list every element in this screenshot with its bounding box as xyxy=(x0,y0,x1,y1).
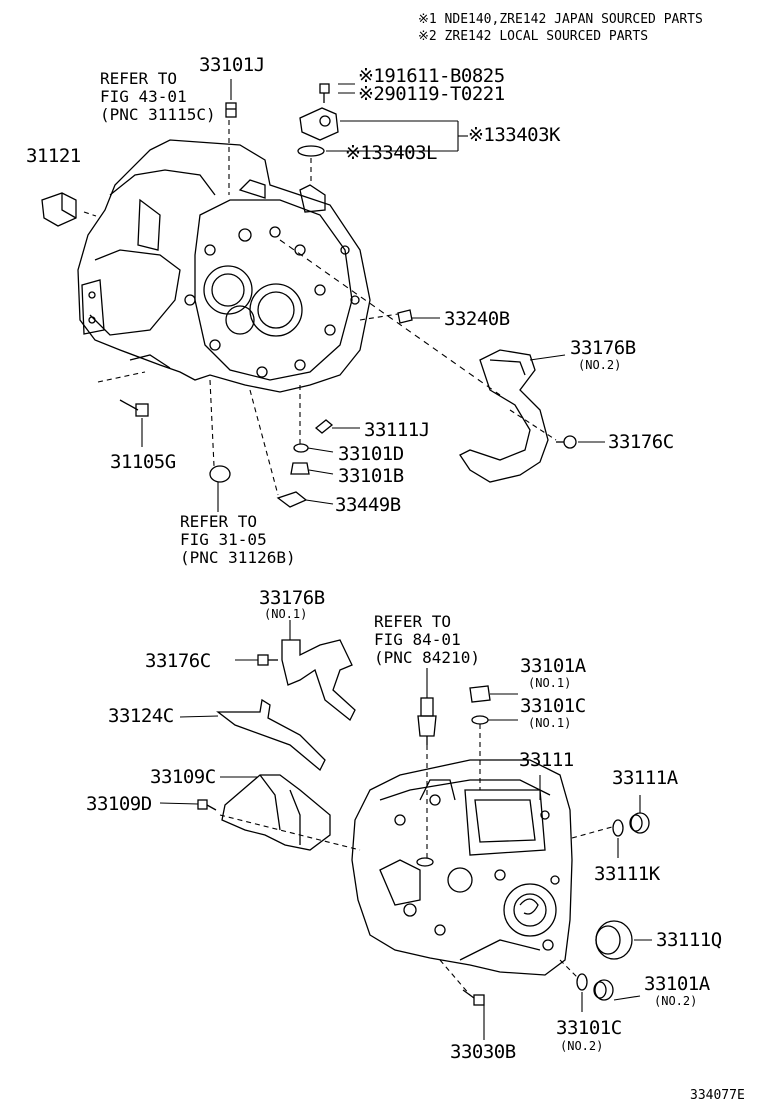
part-91611-B0825[interactable]: ※191611-B0825 xyxy=(358,65,505,87)
note-japan-sourced: ※1 NDE140,ZRE142 JAPAN SOURCED PARTS xyxy=(418,12,703,27)
upper-transmission-housing xyxy=(77,139,371,393)
part-33101C-no1[interactable]: 33101C xyxy=(520,695,586,717)
part-33101A-no1[interactable]: 33101A xyxy=(520,655,586,677)
part-33403L[interactable]: ※133403L xyxy=(345,142,438,164)
part-33101C-no2-qualifier: (NO.2) xyxy=(560,1039,604,1053)
part-33101A-no2[interactable]: 33101A xyxy=(644,973,710,995)
part-33101C-no2[interactable]: 33101C xyxy=(556,1017,622,1039)
reference-fig31-line3[interactable]: (PNC 31126B) xyxy=(180,548,296,567)
reference-fig43-line3[interactable]: (PNC 31115C) xyxy=(100,105,216,124)
reference-fig31-line1[interactable]: REFER TO xyxy=(180,512,258,531)
part-33101B[interactable]: 33101B xyxy=(338,465,404,487)
part-33403K[interactable]: ※133403K xyxy=(468,124,561,146)
part-33176C-bottom[interactable]: 33176C xyxy=(145,650,211,672)
note-local-sourced: ※2 ZRE142 LOCAL SOURCED PARTS xyxy=(418,29,649,44)
part-33101C-no1-qualifier: (NO.1) xyxy=(528,716,572,730)
reference-fig43-line1[interactable]: REFER TO xyxy=(100,69,178,88)
lower-transmission-housing xyxy=(351,759,573,976)
reference-fig84-line1[interactable]: REFER TO xyxy=(374,612,452,631)
part-33101A-no1-qualifier: (NO.1) xyxy=(528,676,572,690)
part-33240B[interactable]: 33240B xyxy=(444,308,510,330)
part-33109C[interactable]: 33109C xyxy=(150,766,216,788)
part-33176B-top[interactable]: 33176B xyxy=(570,337,636,359)
part-33101D[interactable]: 33101D xyxy=(338,443,404,465)
part-33111[interactable]: 33111 xyxy=(519,749,574,771)
part-33111J[interactable]: 33111J xyxy=(364,419,430,441)
part-33449B[interactable]: 33449B xyxy=(335,494,401,516)
upper-leader-lines xyxy=(83,79,605,512)
upper-small-parts xyxy=(41,83,577,508)
part-33109D[interactable]: 33109D xyxy=(86,793,152,815)
part-33111A[interactable]: 33111A xyxy=(612,767,678,789)
part-33176B-top-qualifier: (NO.2) xyxy=(578,358,622,372)
reference-fig84-line3[interactable]: (PNC 84210) xyxy=(374,648,480,667)
part-33111K[interactable]: 33111K xyxy=(594,863,660,885)
part-33111Q[interactable]: 33111Q xyxy=(656,929,722,951)
reference-fig84-line2[interactable]: FIG 84-01 xyxy=(374,630,461,649)
part-33124C[interactable]: 33124C xyxy=(108,705,174,727)
reference-fig43-line2[interactable]: FIG 43-01 xyxy=(100,87,187,106)
part-31105G[interactable]: 31105G xyxy=(110,451,176,473)
part-33176B-bottom[interactable]: 33176B xyxy=(259,587,325,609)
part-33101A-no2-qualifier: (NO.2) xyxy=(654,994,698,1008)
part-90119-T0221[interactable]: ※290119-T0221 xyxy=(358,83,505,105)
reference-fig31-line2[interactable]: FIG 31-05 xyxy=(180,530,267,549)
part-31121[interactable]: 31121 xyxy=(26,145,81,167)
part-33101J[interactable]: 33101J xyxy=(199,54,265,76)
lower-leader-lines xyxy=(159,620,652,1040)
figure-id: 334077E xyxy=(690,1088,745,1103)
part-33176C-top[interactable]: 33176C xyxy=(608,431,674,453)
lower-small-parts xyxy=(197,639,650,1006)
part-33176B-bottom-qualifier: (NO.1) xyxy=(264,607,308,621)
part-33030B[interactable]: 33030B xyxy=(450,1041,516,1063)
